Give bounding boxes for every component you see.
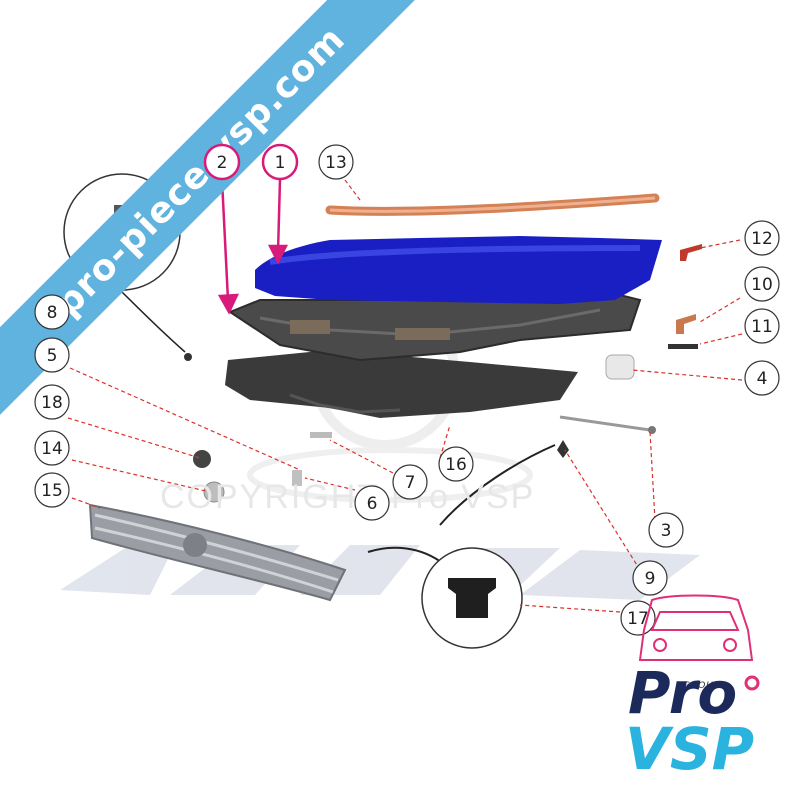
- catch-bracket-part: [676, 314, 696, 334]
- callout-circle: [203, 143, 241, 181]
- prop-rod-part: [559, 415, 651, 432]
- callout-label: 2: [217, 153, 228, 173]
- callout-1: 1: [261, 143, 299, 181]
- callout-circle: [354, 485, 390, 521]
- callout-circle: [34, 430, 70, 466]
- callout-circle: [34, 337, 70, 373]
- callout-circle: [34, 294, 70, 330]
- callout-circle: [744, 308, 780, 344]
- callout-13: 13: [318, 144, 354, 180]
- callout-label: 12: [751, 229, 773, 249]
- lower-shield-part: [225, 350, 578, 418]
- copyright-watermark: COPYRIGHT Pro VSP: [160, 478, 536, 516]
- callout-circle: [34, 472, 70, 508]
- callout-14: 14: [34, 430, 70, 466]
- callout-circle: [744, 266, 780, 302]
- callout-label: 6: [367, 494, 378, 514]
- stop-part: [310, 432, 332, 438]
- callout-label: 15: [41, 481, 63, 501]
- clip-part: [193, 450, 211, 468]
- release-cable-part: [439, 444, 556, 526]
- callout-8: 8: [34, 294, 70, 330]
- callout-label: 3: [661, 521, 672, 541]
- callout-circle: [34, 384, 70, 420]
- callout-circle: [392, 464, 428, 500]
- callout-label: 13: [325, 153, 347, 173]
- callout-label: 14: [41, 439, 63, 459]
- callout-3: 3: [648, 512, 684, 548]
- latch-hook-part: [292, 470, 302, 486]
- callout-circle: [261, 143, 299, 181]
- callout-7: 7: [392, 464, 428, 500]
- callout-label: 16: [445, 455, 467, 475]
- callout-label: 11: [751, 317, 773, 337]
- callout-4: 4: [744, 360, 780, 396]
- grommet-part: [203, 481, 225, 503]
- callout-circle: [438, 446, 474, 482]
- callout-label: 9: [645, 569, 656, 589]
- oval-watermark: [247, 447, 533, 503]
- callout-circle: [318, 144, 354, 180]
- logo-group-label: GROUP: [683, 681, 721, 691]
- callout-12: 12: [744, 220, 780, 256]
- callout-16: 16: [438, 446, 474, 482]
- leader-lines: [67, 179, 743, 613]
- callout-label: 18: [41, 393, 63, 413]
- callout-5: 5: [34, 337, 70, 373]
- callout-label: 5: [47, 346, 58, 366]
- callout-2: 2: [203, 143, 241, 181]
- callout-circle: [744, 360, 780, 396]
- screw-part: [184, 353, 192, 361]
- callout-label: 4: [757, 369, 768, 389]
- callout-label: 17: [627, 609, 649, 629]
- callout-11: 11: [744, 308, 780, 344]
- callout-6: 6: [354, 485, 390, 521]
- callout-9: 9: [632, 560, 668, 596]
- latch-part: [605, 354, 635, 380]
- clip-zoom-inset: [421, 547, 523, 649]
- highlight-arrows: [217, 179, 289, 315]
- strip-bracket-part: [668, 344, 698, 349]
- callout-15: 15: [34, 472, 70, 508]
- logo-name-top: Pro: [628, 659, 738, 727]
- callout-label: 1: [275, 153, 286, 173]
- callout-label: 7: [405, 473, 416, 493]
- callout-label: 8: [47, 303, 58, 323]
- callout-18: 18: [34, 384, 70, 420]
- callout-circle: [744, 220, 780, 256]
- callout-label: 10: [751, 275, 773, 295]
- callout-17: 17: [620, 600, 656, 636]
- callout-circle: [648, 512, 684, 548]
- hinge-bracket-part: [680, 244, 702, 261]
- callout-10: 10: [744, 266, 780, 302]
- logo-name-bottom: VSP: [625, 715, 755, 783]
